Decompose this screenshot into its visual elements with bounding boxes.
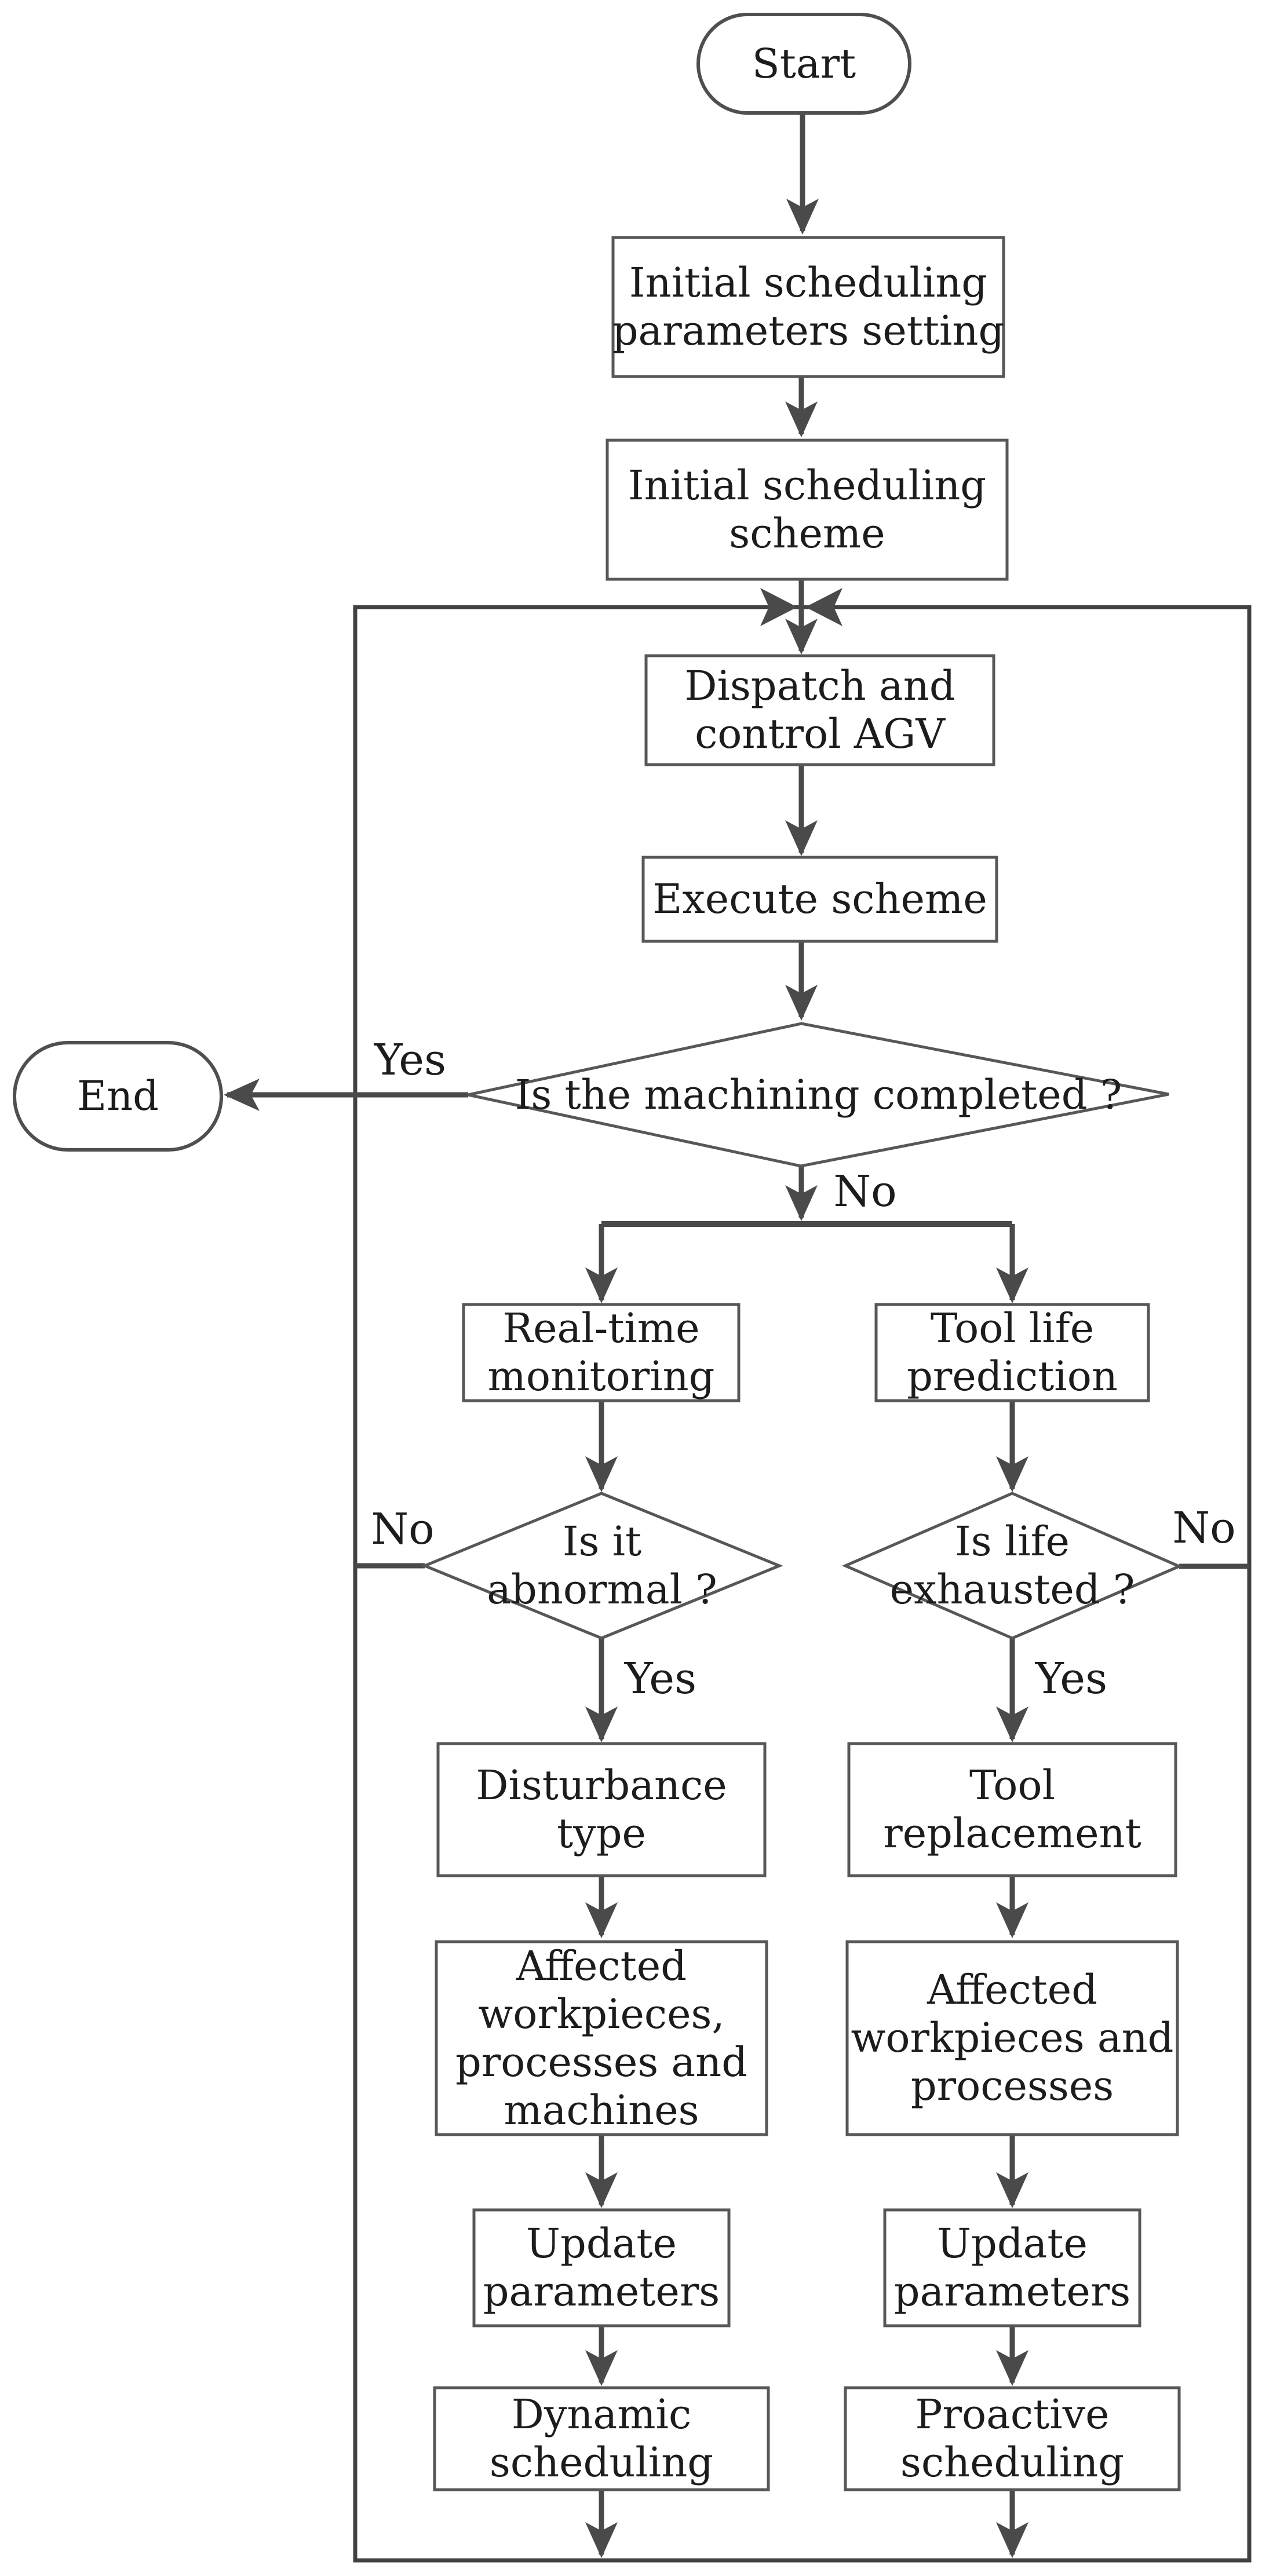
update-params-left-box-shape xyxy=(472,2208,731,2327)
dynamic-scheduling-box-shape xyxy=(433,2386,770,2491)
init-scheme-box-shape xyxy=(606,439,1009,581)
realtime-monitoring-box-shape xyxy=(462,1303,741,1402)
machining-decision-diamond-shape xyxy=(468,1022,1169,1168)
affected-left-box-shape xyxy=(435,1940,768,2136)
end-terminator-shape xyxy=(13,1041,223,1152)
execute-box-shape xyxy=(641,856,998,943)
exhausted-decision-diamond-shape xyxy=(841,1492,1183,1640)
abnormal-decision-diamond-shape xyxy=(421,1492,783,1640)
init-params-box-shape xyxy=(611,236,1005,378)
start-terminator-shape xyxy=(696,13,911,115)
tool-replacement-box-shape xyxy=(847,1742,1177,1877)
loop-return-right-arrowhead-icon xyxy=(805,588,842,626)
tool-life-prediction-box-shape xyxy=(874,1303,1150,1402)
update-params-right-box-shape xyxy=(883,2208,1141,2327)
disturbance-type-box-shape xyxy=(436,1742,767,1877)
loop-return-left-arrowhead-icon xyxy=(760,588,797,626)
proactive-scheduling-box-shape xyxy=(844,2386,1181,2491)
affected-right-box-shape xyxy=(845,1940,1179,2136)
dispatch-box-shape xyxy=(644,654,995,766)
